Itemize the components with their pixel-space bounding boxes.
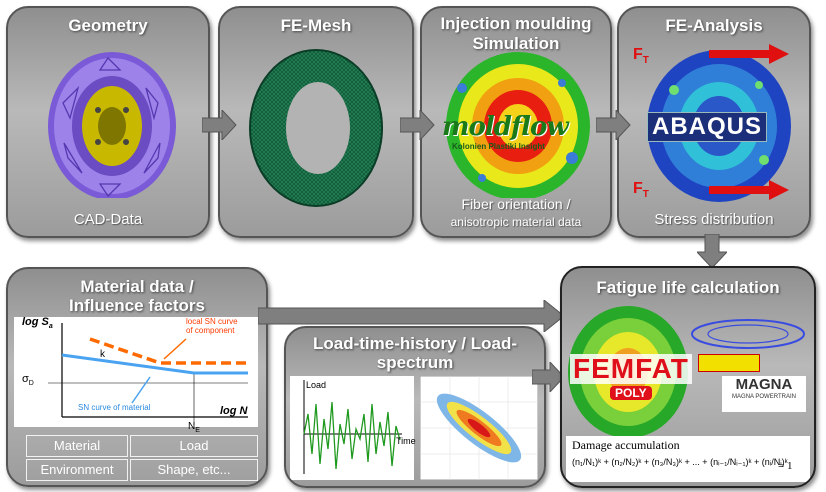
material-data-panel: Material data / Influence factors log Sa… (6, 267, 268, 487)
sn-curve-chart (48, 323, 248, 425)
fatigue-title: Fatigue life calculation (596, 278, 780, 297)
load-history-panel: Load-time-history / Load- spectrum Load … (284, 326, 546, 488)
load-signal (303, 401, 401, 470)
load-time-signal (303, 380, 402, 474)
material-curve-pointer (131, 376, 151, 404)
x-axis-label: log N (220, 405, 248, 417)
abaqus-logo: ABAQUS (647, 112, 768, 142)
cell-environment: Environment (26, 459, 128, 481)
y-axis-label: log Sa (22, 316, 53, 330)
material-title-line1: Material data / (80, 277, 194, 296)
magna-subtext: MAGNA POWERTRAIN (732, 394, 796, 400)
damage-accumulation-label: Damage accumulation (572, 438, 680, 452)
cell-material: Material (26, 435, 128, 457)
y-axis-subscript: a (48, 323, 53, 331)
material-sn-curve (61, 353, 248, 375)
damage-formula: (n₁/N₁)ᵏ + (n₂/N₂)ᵏ + (n₃/N₃)ᵏ + ... + (… (572, 457, 789, 467)
fe-mesh-image (249, 49, 383, 207)
cell-load: Load (130, 435, 258, 457)
arrow-injection-to-analysis (596, 110, 631, 140)
yellow-chart-image (698, 354, 760, 372)
sigma-text: σ (22, 373, 29, 385)
fe-mesh-title: FE-Mesh (280, 16, 352, 35)
local-curve-line2: of component (186, 326, 235, 335)
cad-wheel-image (48, 52, 176, 198)
cell-shape: Shape, etc... (130, 459, 258, 481)
injection-title-line1: Injection moulding (440, 14, 592, 33)
geometry-caption: CAD-Data (73, 211, 143, 228)
ne-label: NE (188, 421, 200, 434)
injection-caption-line2: anisotropic material data (450, 215, 582, 229)
poly-logo: POLY (610, 386, 652, 400)
force-subscript: T (642, 55, 649, 67)
local-curve-line1: local SN curve (186, 317, 238, 326)
force-label-top: FT (633, 46, 649, 66)
ne-subscript: E (195, 427, 200, 434)
arrow-mesh-to-injection (400, 110, 435, 140)
fe-analysis-title: FE-Analysis (665, 16, 763, 35)
arrow-load-to-fatigue (532, 362, 565, 392)
load-title-line2: spectrum (376, 353, 454, 372)
ne-text: N (188, 421, 196, 432)
injection-moulding-panel: Injection moulding Simulation moldflow K… (420, 6, 612, 238)
formula-equals: = 1 (778, 460, 793, 472)
sigma-subscript: D (28, 380, 34, 388)
load-axis-label: Load (306, 380, 327, 390)
load-plot-area (290, 376, 414, 480)
fiber-orientation-image (446, 52, 590, 198)
y-axis-text: log S (22, 316, 49, 328)
load-spectrum-matrix (420, 376, 538, 480)
blue-ring-image (691, 319, 805, 349)
material-curve-label: SN curve of material (78, 403, 151, 412)
magna-logo: MAGNA MAGNA POWERTRAIN (722, 376, 806, 412)
fe-analysis-caption: Stress distribution (654, 211, 774, 228)
sigma-d-label: σD (22, 373, 34, 387)
arrow-geometry-to-mesh (202, 110, 237, 140)
fatigue-life-panel: Fatigue life calculation FEMFAT POLY MAG… (560, 266, 816, 488)
fe-mesh-panel: FE-Mesh (218, 6, 414, 238)
damage-area (566, 436, 810, 482)
force-symbol: F (633, 180, 643, 197)
local-sn-curve (89, 337, 248, 365)
local-curve-label: local SN curve of component (186, 317, 238, 335)
k-label: k (100, 349, 105, 360)
femfat-logo: FEMFAT (570, 354, 692, 384)
arrow-analysis-to-fatigue (697, 234, 727, 269)
force-label-bottom: FT (633, 180, 649, 200)
geometry-title: Geometry (68, 16, 148, 35)
moldflow-subtitle: Kolonien Plastiki Insight (452, 142, 545, 151)
injection-caption-line1: Fiber orientation / (461, 196, 571, 212)
geometry-panel: Geometry CAD-Data (6, 6, 210, 238)
injection-title-line2: Simulation (472, 34, 560, 53)
force-subscript: T (642, 189, 649, 201)
time-axis-label: Time (396, 436, 416, 446)
svg-text:(n₁/N₁)ᵏ + (n₂/N₂)ᵏ + (n₃/N₃)ᵏ: (n₁/N₁)ᵏ + (n₂/N₂)ᵏ + (n₃/N₃)ᵏ + ... + (… (572, 457, 789, 467)
load-title-line1: Load-time-history / Load- (313, 334, 517, 353)
fe-analysis-panel: FE-Analysis FT FT ABAQUS Stress distribu… (617, 6, 811, 238)
magna-text: MAGNA (735, 376, 793, 393)
arrow-material-to-fatigue (258, 300, 565, 332)
moldflow-logo: moldflow (442, 112, 569, 142)
local-curve-pointer (163, 338, 187, 360)
material-title-line2: Influence factors (68, 296, 206, 315)
force-symbol: F (633, 46, 643, 63)
